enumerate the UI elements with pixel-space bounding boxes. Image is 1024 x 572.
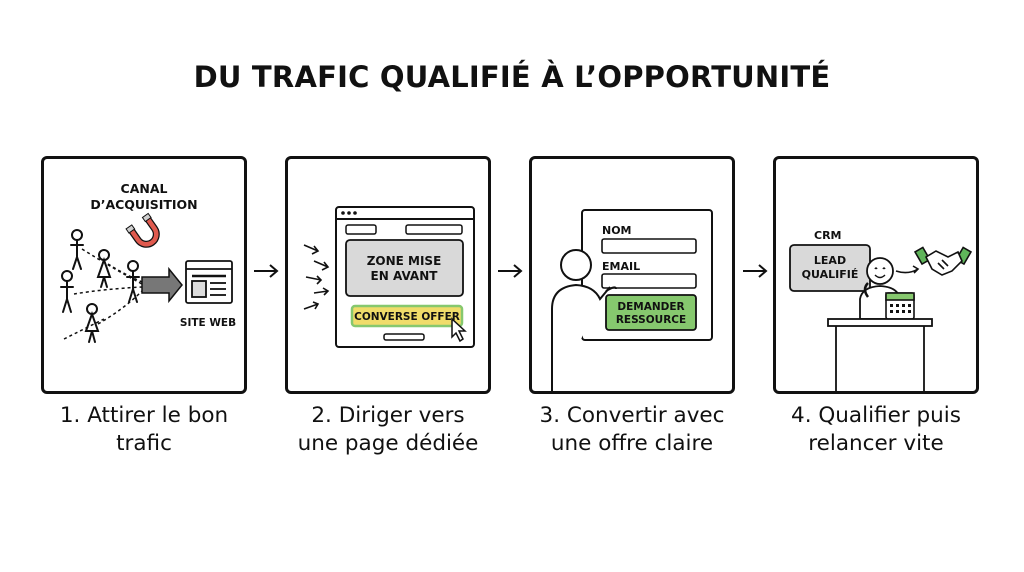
desk <box>827 318 933 327</box>
button-label-line1: DEMANDER <box>617 301 684 313</box>
zone-label-line2: EN AVANT <box>371 269 439 283</box>
lead-label-line1: LEAD <box>814 254 846 267</box>
step-1-caption: 1. Attirer le bon trafic <box>29 402 259 458</box>
canal-label-line1: CANAL <box>121 181 168 196</box>
step-2-caption-line1: 2. Diriger vers <box>311 403 465 428</box>
cursor-icon <box>451 317 467 343</box>
step-3-caption-line2: une offre claire <box>550 431 714 456</box>
magnet-icon <box>125 212 160 248</box>
lead-label-line2: QUALIFIÉ <box>802 268 859 281</box>
calendar-icon <box>885 292 915 320</box>
highlight-zone <box>345 239 464 297</box>
diagram-title: DU TRAFIC QUALIFIÉ À L’OPPORTUNITÉ <box>193 60 831 94</box>
traffic-lines <box>63 248 143 340</box>
website-icon <box>185 260 233 304</box>
demander-ressource-button <box>605 294 697 331</box>
email-label: EMAIL <box>602 260 640 273</box>
step-3-caption: 3. Convertir avec une offre claire <box>517 402 747 458</box>
step-2-caption: 2. Diriger vers une page dédiée <box>273 402 503 458</box>
step-1-caption-line2: trafic <box>116 431 172 456</box>
landing-page-illustration: ZONE MISE EN AVANT CONVERSE OFFER <box>303 206 475 348</box>
canal-label-line2: D’ACQUISITION <box>90 197 197 212</box>
site-web-label: SITE WEB <box>180 317 236 329</box>
traffic-illustration: CANAL D’ACQUISITION <box>60 181 236 343</box>
offer-label: CONVERSE OFFER <box>354 311 460 323</box>
step-arrow-3 <box>743 264 768 278</box>
button-label-line2: RESSOURCE <box>616 314 686 326</box>
step-3-panel: NOM EMAIL DEMANDER RESSOURCE <box>529 156 735 394</box>
visitor-icons <box>60 229 140 343</box>
step-arrow-2 <box>498 264 523 278</box>
email-field <box>601 273 697 289</box>
step-2-panel: ZONE MISE EN AVANT CONVERSE OFFER <box>285 156 491 394</box>
step-3-caption-line1: 3. Convertir avec <box>539 403 725 428</box>
step-4-caption-line2: relancer vite <box>808 431 944 456</box>
zone-label-line1: ZONE MISE <box>367 254 442 268</box>
step-4-panel: CRM LEAD QUALIFIÉ <box>773 156 979 394</box>
step-2-caption-line2: une page dédiée <box>297 431 479 456</box>
crm-label: CRM <box>814 229 842 242</box>
followup-arrow <box>895 265 920 274</box>
offer-button <box>350 304 464 328</box>
person-icon <box>551 249 617 391</box>
form-illustration: NOM EMAIL DEMANDER RESSOURCE <box>551 209 713 391</box>
nom-field <box>601 238 697 254</box>
handshake-icon <box>913 246 973 276</box>
step-4-caption-line1: 4. Qualifier puis <box>791 403 961 428</box>
step-1-caption-line1: 1. Attirer le bon <box>59 403 229 428</box>
crm-illustration: CRM LEAD QUALIFIÉ <box>789 229 973 391</box>
step-arrow-1 <box>254 264 279 278</box>
step-4-caption: 4. Qualifier puis relancer vite <box>761 402 991 458</box>
step-1-panel: CANAL D’ACQUISITION <box>41 156 247 394</box>
incoming-arrows <box>303 244 330 310</box>
nom-label: NOM <box>602 224 632 237</box>
flow-arrow <box>141 266 183 304</box>
